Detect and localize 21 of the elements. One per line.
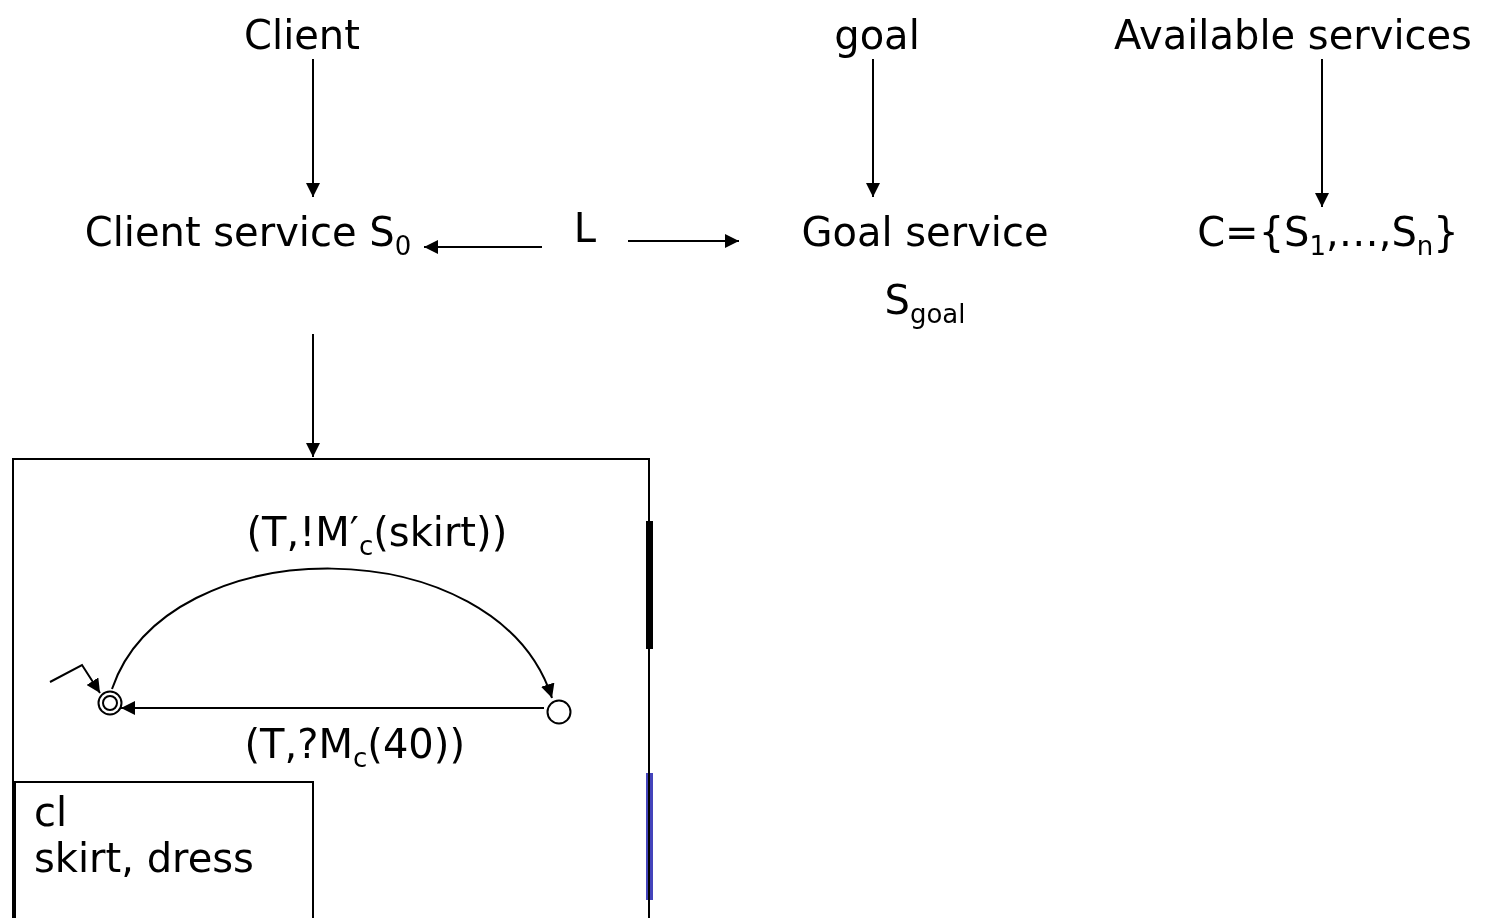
arrow [423,240,543,254]
label-text: L [562,204,608,252]
label-text: C={S$_{1}$,…,S$_{n}$} [1170,208,1486,260]
variable-text: cl [34,789,68,835]
variable-box [14,781,314,918]
arrow [1315,58,1329,208]
arrow [111,567,553,699]
variable-text: skirt, dress [34,835,254,881]
label-text: goal [817,11,937,59]
arrow [866,58,880,198]
arrow [306,58,320,198]
arrow [120,701,545,715]
label-text: Client [222,11,382,59]
arrow [627,234,740,248]
state-circle [546,699,572,725]
label-text: Available services [1084,11,1502,59]
initial-arrow [49,663,101,694]
initial-final-state [97,690,123,716]
service-label: Goal service S$_{goal}$ [755,198,1095,334]
arrow [306,333,320,458]
service-label: Client service S$_{0}$ [78,198,418,334]
